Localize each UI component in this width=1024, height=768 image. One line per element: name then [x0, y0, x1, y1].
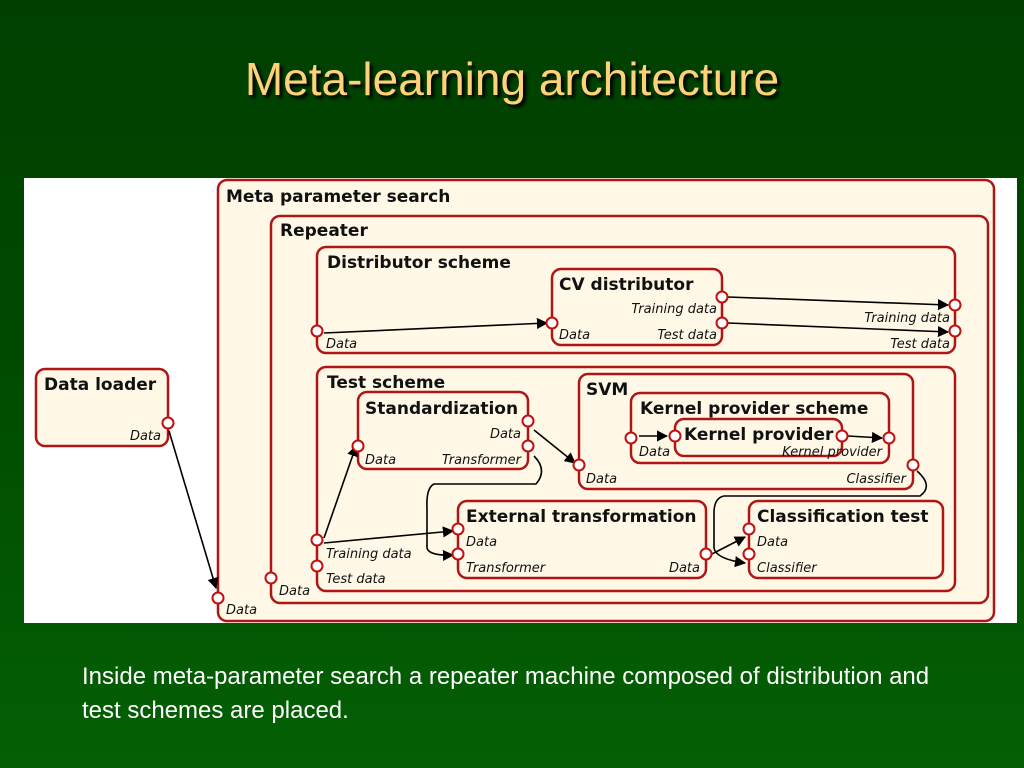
- port: [742, 522, 756, 536]
- external-transformation-title: External transformation: [466, 507, 697, 527]
- cv-test-data-label: Test data: [657, 328, 717, 343]
- port: [699, 547, 713, 561]
- svm-classifier-label: Classifier: [846, 472, 907, 487]
- wire-transformer-to-external: [426, 455, 543, 562]
- port: [521, 414, 535, 428]
- cv-distributor-box: [550, 267, 724, 347]
- port: [906, 458, 920, 472]
- standardization-data-in-label: Data: [365, 453, 396, 468]
- port: [310, 533, 324, 547]
- port: [882, 431, 896, 445]
- external-data-label: Data: [466, 535, 497, 550]
- port: [742, 547, 756, 561]
- port: [668, 429, 682, 443]
- port: [624, 431, 638, 445]
- wire-cv-test-out: [727, 322, 950, 338]
- distributor-training-data-label: Training data: [864, 311, 950, 326]
- slide-caption: Inside meta-parameter search a repeater …: [82, 663, 930, 724]
- test-scheme-title: Test scheme: [327, 373, 445, 393]
- wire-training-to-external: [323, 526, 455, 544]
- test-scheme-training-data-label: Training data: [326, 547, 412, 562]
- svm-data-label: Data: [586, 472, 617, 487]
- architecture-diagram: Meta parameter search Repeater Distribut…: [24, 178, 1017, 623]
- kernel-provider-scheme-title: Kernel provider scheme: [640, 399, 868, 419]
- standardization-title: Standardization: [365, 399, 518, 419]
- wire-standardization-to-svm: [533, 429, 576, 464]
- kernel-provider-title: Kernel provider: [684, 425, 834, 445]
- port: [351, 439, 365, 453]
- port: [948, 324, 962, 338]
- cv-distributor-title: CV distributor: [559, 275, 694, 295]
- data-loader-title: Data loader: [44, 375, 157, 395]
- wire-external-to-test: [711, 536, 746, 555]
- classification-classifier-label: Classifier: [757, 561, 818, 576]
- port: [948, 298, 962, 312]
- distributor-data-label: Data: [326, 337, 357, 352]
- port: [835, 429, 849, 443]
- repeater-data-label: Data: [279, 584, 310, 599]
- port: [310, 324, 324, 338]
- data-loader-data-label: Data: [130, 429, 161, 444]
- slide-title: Meta-learning architecture: [244, 53, 780, 105]
- external-transformation-box: [456, 499, 708, 580]
- cv-training-data-label: Training data: [631, 302, 717, 317]
- distributor-scheme-title: Distributor scheme: [327, 253, 511, 273]
- wire-cv-training-out: [727, 296, 950, 311]
- classification-data-label: Data: [757, 535, 788, 550]
- port: [715, 290, 729, 304]
- wire-training-to-standardization: [323, 444, 358, 539]
- port: [715, 316, 729, 330]
- meta-search-data-label: Data: [226, 603, 257, 618]
- port: [451, 547, 465, 561]
- port: [521, 439, 535, 453]
- port: [310, 559, 324, 573]
- port: [545, 316, 559, 330]
- meta-parameter-search-title: Meta parameter search: [226, 187, 450, 207]
- port: [211, 591, 225, 605]
- port: [264, 571, 278, 585]
- port: [451, 522, 465, 536]
- svm-title: SVM: [586, 380, 628, 400]
- distributor-test-data-label: Test data: [890, 337, 950, 352]
- wire-svm-classifier-to-test: [713, 470, 928, 568]
- port: [572, 458, 586, 472]
- port: [161, 416, 175, 430]
- standardization-data-out-label: Data: [490, 427, 521, 442]
- wire-distributor-to-cv: [323, 317, 549, 334]
- data-loader-box: [34, 367, 170, 448]
- kernel-scheme-kernel-provider-label: Kernel provider: [782, 445, 883, 460]
- kernel-scheme-data-label: Data: [639, 445, 670, 460]
- classification-test-title: Classification test: [757, 507, 929, 527]
- classification-test-box: [747, 499, 945, 580]
- wire-loader-to-meta: [168, 430, 219, 590]
- external-data-out-label: Data: [669, 561, 700, 576]
- external-transformer-label: Transformer: [466, 561, 547, 576]
- cv-data-label: Data: [559, 328, 590, 343]
- test-scheme-test-data-label: Test data: [326, 572, 386, 587]
- standardization-transformer-label: Transformer: [442, 453, 523, 468]
- standardization-box: [356, 390, 530, 471]
- repeater-title: Repeater: [280, 221, 368, 241]
- wire-kernel-out: [847, 431, 884, 443]
